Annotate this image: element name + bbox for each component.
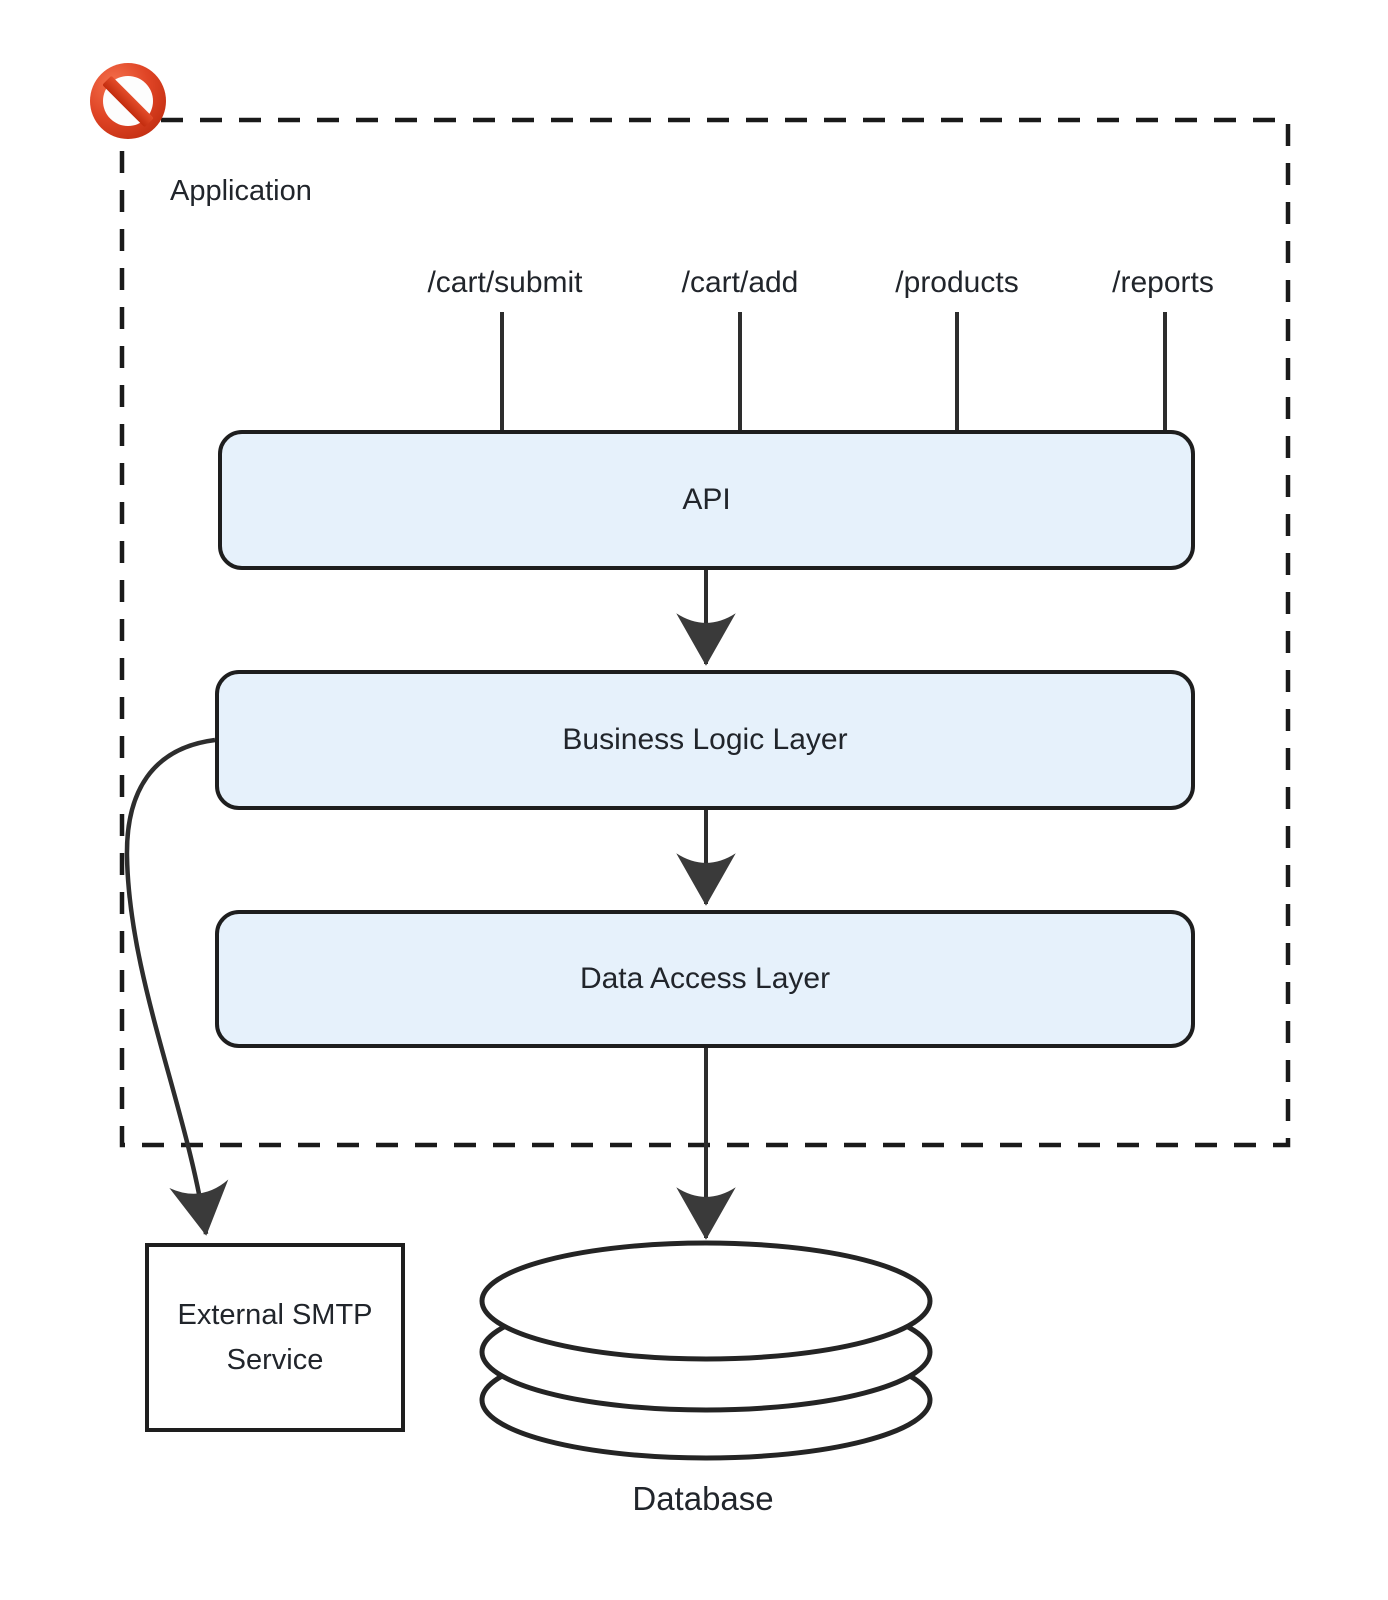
no-entry-icon <box>90 63 166 139</box>
node-external-smtp-service: External SMTP Service <box>145 1243 405 1432</box>
edge-business-logic-smtp <box>124 737 229 1236</box>
node-business-logic-layer: Business Logic Layer <box>215 670 1195 810</box>
node-data-access-layer: Data Access Layer <box>215 910 1195 1048</box>
endpoint-label-cart-submit: /cart/submit <box>427 266 583 299</box>
application-label: Application <box>170 175 312 207</box>
node-api: API <box>218 430 1195 570</box>
endpoint-label-reports: /reports <box>1112 266 1214 299</box>
endpoint-label-products: /products <box>895 266 1019 299</box>
database-label: Database <box>632 1480 774 1517</box>
database-cylinder-shape <box>479 1240 933 1461</box>
endpoint-label-cart-add: /cart/add <box>681 266 799 299</box>
